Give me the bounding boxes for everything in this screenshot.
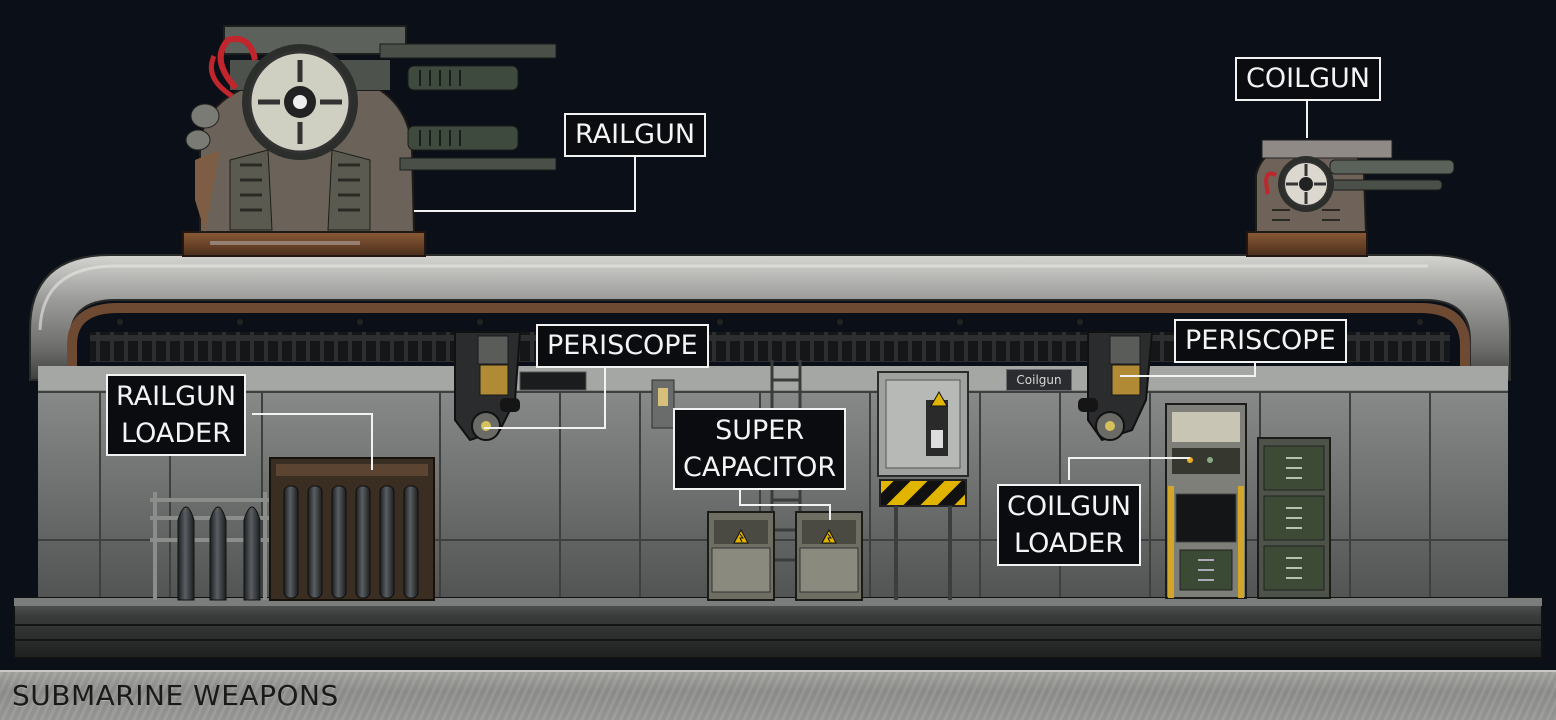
coilgun-loader-label: COILGUN LOADER: [997, 484, 1141, 566]
coilgun-loader-label-line1: COILGUN: [1007, 491, 1131, 522]
coilgun-turret: [1246, 139, 1455, 257]
coilgun-loader: [1165, 403, 1247, 599]
periscope-right: [1078, 331, 1154, 442]
footer-texture: [0, 672, 1556, 720]
periscope-right-label: PERISCOPE: [1174, 319, 1347, 363]
railgun-turret: [182, 25, 557, 257]
railgun-loader-label-line2: LOADER: [121, 418, 231, 449]
railgun-loader: [269, 457, 435, 601]
super-capacitor-label-line2: CAPACITOR: [683, 452, 837, 483]
railgun-label: RAILGUN: [564, 113, 707, 157]
periscope-left: [454, 331, 522, 442]
periscope-left-label: PERISCOPE: [536, 324, 709, 368]
electrical-junction-box: [877, 371, 969, 600]
railgun-loader-label-line1: RAILGUN: [116, 381, 237, 412]
electric-hazard-icon: [821, 528, 837, 544]
coilgun-ammo-stack: [1257, 437, 1331, 599]
railgun-loader-label: RAILGUN LOADER: [106, 374, 247, 456]
room-sign: Coilgun: [1006, 369, 1072, 391]
electric-hazard-icon: [930, 390, 948, 407]
super-capacitor-1: [707, 511, 775, 601]
footer-banner: SUBMARINE WEAPONS: [0, 670, 1556, 720]
railgun-ammo-rack: [150, 492, 270, 601]
electric-hazard-icon: [733, 528, 749, 544]
footer-title: SUBMARINE WEAPONS: [12, 679, 339, 712]
super-capacitor-label-line1: SUPER: [715, 415, 805, 446]
super-capacitor-2: [795, 511, 863, 601]
coilgun-label: COILGUN: [1235, 57, 1381, 101]
callout-leader-lines: [252, 100, 1308, 520]
super-capacitor-label: SUPER CAPACITOR: [673, 408, 847, 490]
coilgun-loader-label-line2: LOADER: [1014, 528, 1124, 559]
